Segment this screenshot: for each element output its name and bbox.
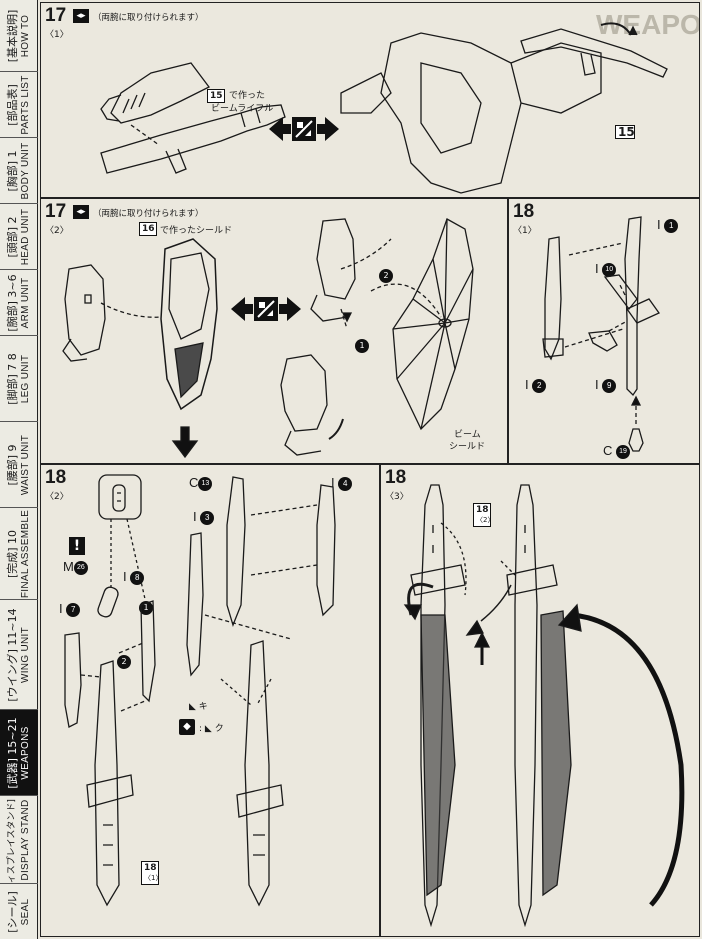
tab-en-label: HEAD UNIT bbox=[20, 208, 31, 265]
step-2-marker: 2 bbox=[379, 265, 393, 284]
step-sub-number: 〈3〉 bbox=[385, 492, 409, 502]
swap-arrows-icon bbox=[231, 295, 301, 323]
step-18-3-panel: 18 〈3〉 18〈2〉 bbox=[380, 464, 700, 937]
step-reference-badge: 18〈1〉 bbox=[141, 861, 162, 885]
step-reference-badge: 15 bbox=[207, 89, 225, 103]
tab-en-label: FINAL ASSEMBLE bbox=[20, 509, 31, 598]
warning-icon: ! bbox=[69, 537, 85, 555]
tab-jp-label: [脚部] 7 8 bbox=[6, 352, 19, 405]
step-18-3-drawing bbox=[403, 484, 685, 928]
step-reference-badge: 18〈2〉 bbox=[473, 503, 494, 527]
both-sides-icon: ◆ bbox=[179, 719, 195, 735]
tab-jp-label: [腕部] 3~6 bbox=[6, 273, 19, 332]
tab-en-label: WING UNIT bbox=[20, 626, 31, 683]
made-shield-caption: で作ったシールド bbox=[160, 226, 233, 236]
tab-parts-list[interactable]: [部品表]PARTS LIST bbox=[0, 72, 38, 138]
step-18-1-drawing bbox=[542, 216, 660, 452]
step-sub-number: 〈1〉 bbox=[513, 226, 537, 236]
tab-en-label: WEAPONS bbox=[20, 725, 31, 780]
tab-jp-label: [ディスプレイスタンド] 22 bbox=[7, 796, 17, 884]
step-17-2-panel: 17 〈2〉 ◂▸ （両腕に取り付けられます） 16 で作ったシールド ビーム … bbox=[40, 198, 508, 464]
step-17-1-drawing bbox=[100, 22, 668, 194]
background-weapons-text: WEAPONS bbox=[596, 9, 700, 40]
tab-en-label: DISPLAY STAND bbox=[20, 798, 31, 881]
tab-jp-label: [完成] 10 bbox=[6, 529, 19, 578]
tab-en-label: ARM UNIT bbox=[20, 277, 31, 328]
tab-jp-label: [ウイング] 11~14 bbox=[6, 607, 19, 702]
step-number: 17 bbox=[45, 5, 67, 26]
part-label-I3: I 3 bbox=[193, 509, 215, 525]
tab-jp-label: [部品表] bbox=[6, 83, 19, 126]
part-label-I10: I 10 bbox=[595, 261, 617, 277]
step-number: 18 bbox=[513, 201, 535, 222]
step-17-2-drawing bbox=[62, 218, 474, 459]
tab-jp-label: [胸部] 1 bbox=[6, 149, 19, 192]
step-note: （両腕に取り付けられます） bbox=[93, 13, 204, 23]
beam-rifle-caption: ビームライフル bbox=[211, 104, 274, 114]
tab-en-label: HOW TO bbox=[20, 14, 31, 57]
both-arms-icon: ◂▸ bbox=[73, 205, 89, 219]
step-note: （両腕に取り付けられます） bbox=[93, 209, 204, 219]
tab-en-label: SEAL bbox=[20, 898, 31, 925]
step-sub-number: 〈2〉 bbox=[45, 226, 69, 236]
tab-jp-label: [腰部] 9 bbox=[6, 443, 19, 486]
step-2-marker: 2 bbox=[117, 651, 131, 670]
step-1-marker: 1 bbox=[355, 335, 369, 354]
tab-en-label: PARTS LIST bbox=[20, 74, 31, 135]
step-reference-badge: 16 bbox=[139, 222, 157, 236]
legend-ku: : ◣ ク bbox=[199, 724, 224, 734]
step-18-1-panel: 18 〈1〉 I 1 I 10 I 2 I 9 C 19 bbox=[508, 198, 700, 464]
tab-en-label: BODY UNIT bbox=[20, 142, 31, 199]
step-17-1-panel: WEAPONS 17 〈1〉 ◂▸ （両腕に取り付けられます） 15 で作った … bbox=[40, 2, 700, 198]
legend-ki: ◣ キ bbox=[189, 702, 208, 712]
tab-en-label: WAIST UNIT bbox=[20, 434, 31, 495]
part-label-I1: I 1 bbox=[657, 217, 679, 233]
swap-arrows-icon bbox=[269, 115, 339, 143]
tab-en-label: LEG UNIT bbox=[20, 354, 31, 403]
both-arms-icon: ◂▸ bbox=[73, 9, 89, 23]
part-label-I4: I 4 bbox=[331, 475, 353, 491]
part-label-I9: I 9 bbox=[595, 377, 617, 393]
step-sub-number: 〈1〉 bbox=[45, 30, 69, 40]
tab-how-to[interactable]: [基本説明]HOW TO bbox=[0, 0, 38, 72]
step-number: 18 bbox=[45, 467, 67, 488]
step-number: 17 bbox=[45, 201, 67, 222]
part-label-C19: C 19 bbox=[603, 443, 630, 459]
tab-jp-label: [武器] 15~21 bbox=[6, 716, 19, 789]
step-number: 18 bbox=[385, 467, 407, 488]
tab-jp-label: [シール] bbox=[6, 890, 19, 933]
beam-shield-caption: シールド bbox=[449, 442, 486, 452]
part-label-I8: I 8 bbox=[123, 569, 145, 585]
step-sub-number: 〈2〉 bbox=[45, 492, 69, 502]
beam-shield-caption: ビーム bbox=[454, 430, 481, 440]
part-label-I7: I 7 bbox=[59, 601, 81, 617]
tab-jp-label: [頭部] 2 bbox=[6, 215, 19, 258]
made-in-caption: で作った bbox=[229, 91, 266, 101]
tab-seal[interactable]: [シール]SEAL bbox=[0, 884, 38, 939]
step-reference-badge: 15 bbox=[615, 125, 635, 139]
step-18-2-drawing bbox=[64, 474, 336, 907]
tab-jp-label: [基本説明] bbox=[6, 9, 19, 62]
part-label-I2: I 2 bbox=[525, 377, 547, 393]
